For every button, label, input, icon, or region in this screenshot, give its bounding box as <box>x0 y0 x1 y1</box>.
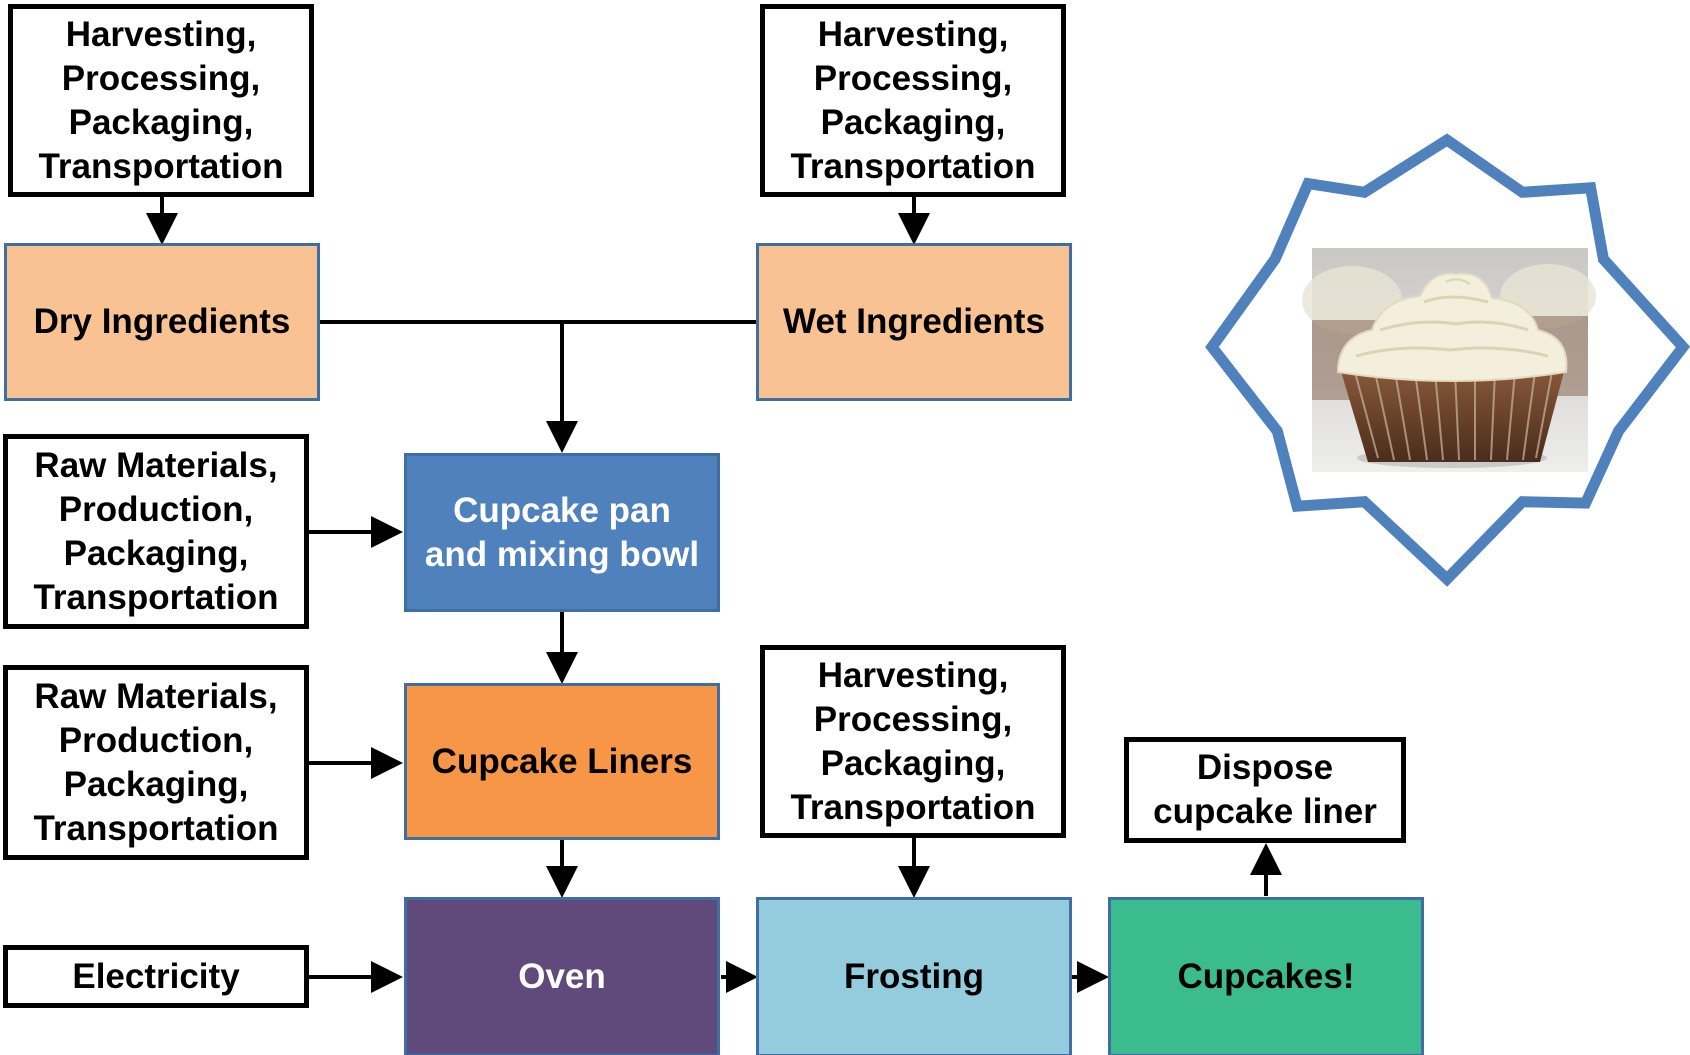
liner-source-box: Raw Materials, Production, Packaging, Tr… <box>3 665 309 860</box>
source-line: Packaging, <box>68 102 254 142</box>
source-line: Processing, <box>61 58 261 98</box>
wet-ingredients-box: Wet Ingredients <box>756 243 1072 401</box>
source-line: Transportation <box>38 146 284 186</box>
source-line: Harvesting, <box>65 14 257 54</box>
source-line: Raw Materials, <box>34 445 278 485</box>
source-line: Production, <box>58 720 254 760</box>
source-line: Production, <box>58 489 254 529</box>
cupcake-liners-label: Cupcake Liners <box>431 741 693 781</box>
cupcake-liners-box: Cupcake Liners <box>404 683 720 840</box>
source-line: Transportation <box>33 577 279 617</box>
oven-label: Oven <box>518 957 606 996</box>
pan-source-box: Raw Materials, Production, Packaging, Tr… <box>3 434 309 629</box>
frosting-box: Frosting <box>756 897 1072 1055</box>
frosting-source-box: Harvesting, Processing, Packaging, Trans… <box>760 645 1066 838</box>
frosting-label: Frosting <box>844 957 984 996</box>
pan-and-bowl-label-line: and mixing bowl <box>424 534 700 574</box>
cupcake-photo <box>1302 248 1596 472</box>
wet-ingredients-source-box: Harvesting, Processing, Packaging, Trans… <box>760 4 1066 197</box>
source-line: Processing, <box>813 699 1013 739</box>
wet-ingredients-label: Wet Ingredients <box>783 302 1045 341</box>
dry-ingredients-label: Dry Ingredients <box>33 302 291 341</box>
cupcakes-label: Cupcakes! <box>1177 957 1355 996</box>
electricity-box: Electricity <box>3 945 309 1008</box>
source-line: Transportation <box>790 146 1036 186</box>
source-line: Transportation <box>33 808 279 848</box>
dispose-label-line: cupcake liner <box>1153 792 1377 831</box>
pan-and-bowl-box: Cupcake pan and mixing bowl <box>404 453 720 612</box>
source-line: Harvesting, <box>817 655 1009 695</box>
dry-ingredients-source-box: Harvesting, Processing, Packaging, Trans… <box>8 4 314 197</box>
cupcakes-box: Cupcakes! <box>1108 897 1424 1055</box>
electricity-label: Electricity <box>72 956 240 996</box>
source-line: Processing, <box>813 58 1013 98</box>
source-line: Transportation <box>790 787 1036 827</box>
oven-box: Oven <box>404 897 720 1055</box>
dispose-label-line: Dispose <box>1196 748 1334 787</box>
source-line: Raw Materials, <box>34 676 278 716</box>
pan-and-bowl-label-line: Cupcake pan <box>453 490 671 530</box>
source-line: Packaging, <box>63 533 249 573</box>
source-line: Harvesting, <box>817 14 1009 54</box>
dispose-liner-box: Dispose cupcake liner <box>1124 737 1406 843</box>
source-line: Packaging, <box>63 764 249 804</box>
source-line: Packaging, <box>820 102 1006 142</box>
dry-ingredients-box: Dry Ingredients <box>4 243 320 401</box>
source-line: Packaging, <box>820 743 1006 783</box>
